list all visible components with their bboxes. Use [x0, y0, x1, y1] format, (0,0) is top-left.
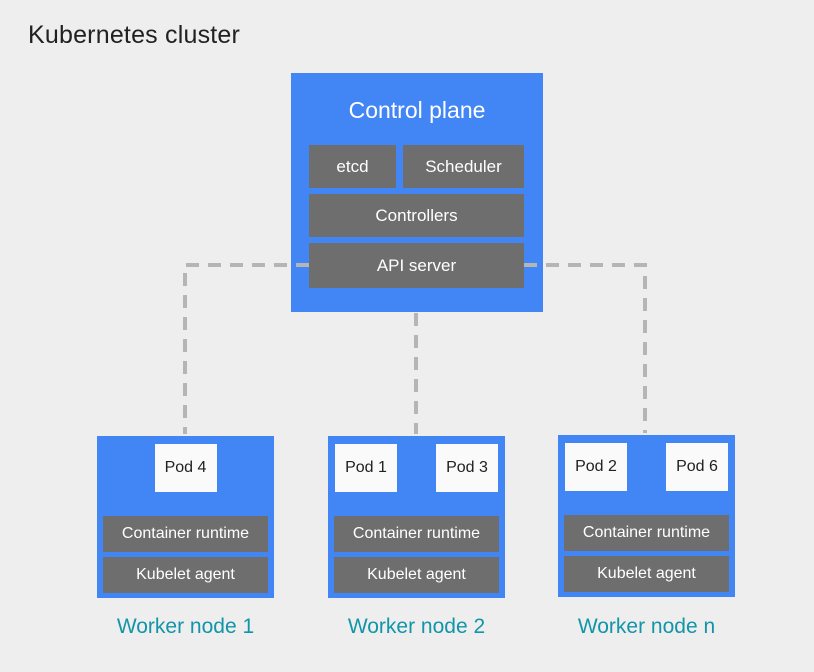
pod-row: Pod 4	[97, 444, 274, 492]
container-runtime-box: Container runtime	[103, 516, 268, 552]
worker-node-2-box: Pod 1 Pod 3 Container runtime Kubelet ag…	[328, 436, 505, 598]
pod-row: Pod 1 Pod 3	[328, 444, 505, 492]
worker-node-1-box: Pod 4 Container runtime Kubelet agent	[97, 436, 274, 598]
worker-node-2-label: Worker node 2	[347, 615, 486, 638]
pod-4-box: Pod 4	[154, 444, 217, 492]
controllers-box: Controllers	[309, 194, 524, 237]
api-server-box: API server	[309, 243, 524, 288]
scheduler-box: Scheduler	[403, 145, 524, 188]
worker-node-1-label: Worker node 1	[116, 615, 255, 638]
pod-row: Pod 2 Pod 6	[558, 443, 735, 491]
container-runtime-box: Container runtime	[334, 516, 499, 552]
pod-1-box: Pod 1	[335, 444, 397, 492]
control-plane-title: Control plane	[348, 97, 486, 123]
kubelet-agent-box: Kubelet agent	[564, 556, 729, 592]
etcd-box: etcd	[309, 145, 396, 188]
pod-2-box: Pod 2	[565, 443, 627, 491]
control-plane-box: Control plane etcd Scheduler Controllers…	[291, 73, 543, 312]
container-runtime-box: Container runtime	[564, 515, 729, 551]
worker-node-n-label: Worker node n	[577, 615, 716, 638]
pod-3-box: Pod 3	[436, 444, 498, 492]
pod-6-box: Pod 6	[666, 443, 728, 491]
kubelet-agent-box: Kubelet agent	[334, 557, 499, 593]
kubelet-agent-box: Kubelet agent	[103, 557, 268, 593]
diagram-title: Kubernetes cluster	[28, 21, 241, 49]
worker-node-n-box: Pod 2 Pod 6 Container runtime Kubelet ag…	[558, 435, 735, 597]
